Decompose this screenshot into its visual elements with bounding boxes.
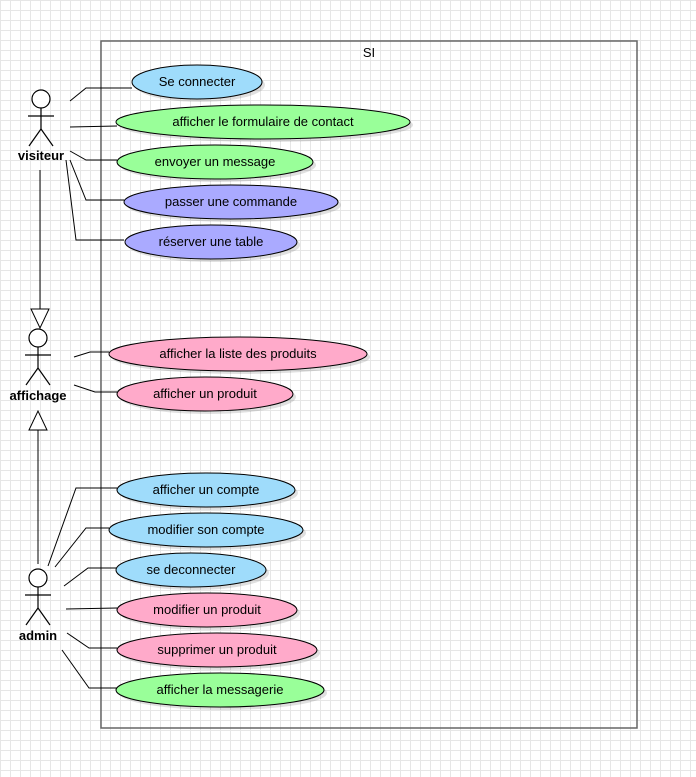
use-case-label: afficher la liste des produits [159, 346, 317, 361]
actor-figure-icon [25, 328, 51, 386]
use-case-ellipse [123, 184, 339, 220]
use-case-ellipse [108, 512, 304, 548]
actor-figure-icon [25, 568, 51, 626]
actors: visiteur affichage admin [9, 89, 67, 643]
use-case-ellipse [124, 224, 298, 260]
use-cases: Se connecter afficher le formulaire de co… [108, 64, 413, 710]
use-case-label: réserver une table [159, 234, 264, 249]
association-afficher-un-produit [73, 384, 117, 393]
use-case-ellipse [131, 64, 263, 100]
use-case-ellipse [116, 592, 298, 628]
use-case-label: passer une commande [165, 194, 297, 209]
use-case-modifier-un-produit: modifier un produit [116, 592, 300, 630]
association-modifier-son-compte [54, 527, 109, 568]
association-envoyer-un-message [69, 150, 117, 161]
use-case-label: afficher un produit [153, 386, 257, 401]
use-case-ellipse [116, 376, 294, 412]
use-case-ellipse [116, 144, 314, 180]
use-case-label: envoyer un message [155, 154, 276, 169]
generalizations [28, 170, 50, 564]
use-case-label: modifier un produit [153, 602, 261, 617]
actor-label: admin [19, 628, 57, 643]
use-case-label: Se connecter [159, 74, 236, 89]
actor-affichage: affichage [9, 328, 67, 403]
use-case-afficher-la-liste-des-produits: afficher la liste des produits [108, 336, 370, 374]
generalization-arrowhead [28, 409, 48, 431]
use-case-passer-une-commande: passer une commande [123, 184, 341, 222]
association-afficher-le-formulaire-de-contact [69, 125, 118, 128]
use-case-ellipse [115, 672, 325, 708]
use-case-envoyer-un-message: envoyer un message [116, 144, 316, 182]
association-afficher-la-messagerie [61, 649, 117, 689]
use-case-supprimer-un-produit: supprimer un produit [116, 632, 320, 670]
generalization-arrowhead [30, 308, 50, 330]
use-case-modifier-son-compte: modifier son compte [108, 512, 306, 550]
association-se-deconnecter [63, 567, 117, 587]
association-passer-une-commande [69, 159, 124, 201]
associations [47, 87, 132, 689]
use-case-afficher-la-messagerie: afficher la messagerie [115, 672, 327, 710]
use-case-label: afficher le formulaire de contact [172, 114, 354, 129]
use-case-ellipse [116, 472, 296, 508]
use-case-label: afficher la messagerie [157, 682, 284, 697]
actor-figure-icon [28, 89, 54, 147]
use-case-label: supprimer un produit [157, 642, 277, 657]
association-se-connecter [69, 87, 132, 102]
use-case-label: modifier son compte [147, 522, 264, 537]
use-case-ellipse [115, 552, 267, 588]
use-case-afficher-le-formulaire-de-contact: afficher le formulaire de contact [115, 104, 413, 142]
actor-label: visiteur [18, 148, 64, 163]
use-case-se-connecter: Se connecter [131, 64, 265, 102]
association-supprimer-un-produit [66, 632, 117, 649]
use-case-afficher-un-produit: afficher un produit [116, 376, 296, 414]
use-case-reserver-une-table: réserver une table [124, 224, 300, 262]
actor-label: affichage [9, 388, 66, 403]
association-modifier-un-produit [65, 607, 118, 610]
association-afficher-un-compte [47, 487, 117, 567]
use-case-ellipse [116, 632, 318, 668]
use-case-ellipse [115, 104, 411, 140]
actor-admin: admin [19, 568, 57, 643]
use-case-afficher-un-compte: afficher un compte [116, 472, 298, 510]
association-reserver-une-table [65, 159, 124, 241]
use-case-ellipse [108, 336, 368, 372]
use-case-label: se deconnecter [147, 562, 237, 577]
use-case-label: afficher un compte [153, 482, 260, 497]
actor-visiteur: visiteur [18, 89, 64, 163]
system-boundary [100, 40, 638, 729]
generalization-visiteur-to-affichage [30, 170, 50, 330]
generalization-admin-to-affichage [28, 409, 48, 564]
association-afficher-la-liste-des-produits [73, 351, 109, 358]
system-title: SI [363, 45, 375, 60]
use-case-se-deconnecter: se deconnecter [115, 552, 269, 590]
